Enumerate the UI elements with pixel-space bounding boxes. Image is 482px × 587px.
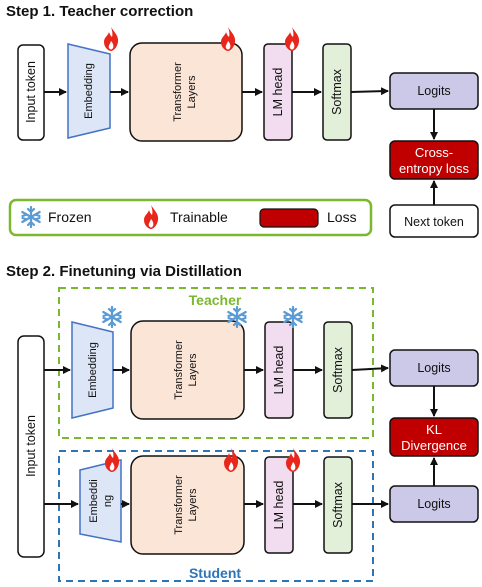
step1-transformer-label-2: Layers: [186, 75, 198, 109]
step1-transformer-label-1: Transformer: [172, 62, 184, 122]
student-softmax-label: Softmax: [331, 481, 345, 528]
teacher-embedding-label: Embedding: [87, 342, 99, 398]
step1-embedding-box: Embedding: [67, 43, 111, 139]
student-embedding-label-2: ng: [102, 495, 114, 507]
step1-next-token-label: Next token: [404, 215, 464, 229]
step1-input-token-box: Input token: [17, 44, 45, 141]
teacher-group-border: [58, 287, 374, 439]
kl-label-1: KL: [426, 422, 442, 437]
step1-lm-head-label: LM head: [271, 68, 285, 117]
step1-input-token-label: Input token: [24, 61, 38, 123]
teacher-transformer-label-1: Transformer: [173, 340, 185, 400]
student-embedding-label-1: Embeddi: [88, 479, 100, 522]
step1-logits-label: Logits: [417, 84, 450, 98]
legend-trainable-label: Trainable: [170, 209, 228, 225]
legend-loss-label: Loss: [327, 209, 357, 225]
student-transformer-label-2: Layers: [187, 488, 199, 522]
step1-lmhead-flame-icon: [285, 27, 300, 51]
student-embedding-box: Embeddi ng: [79, 459, 122, 543]
step1-embedding-flame-icon: [104, 27, 119, 51]
step1-transformer-box: Transformer Layers: [129, 42, 243, 142]
teacher-embedding-snowflake-icon: [102, 305, 122, 329]
teacher-softmax-label: Softmax: [331, 346, 345, 393]
teacher-arrow-softmax-logits: [351, 364, 389, 373]
legend-loss-swatch: [259, 208, 319, 228]
step1-lm-head-box: LM head: [263, 43, 293, 141]
teacher-lm-head-label: LM head: [272, 346, 286, 395]
student-logits-box: Logits: [389, 485, 479, 523]
student-group-label: Student: [189, 565, 241, 581]
teacher-transformer-label-2: Layers: [187, 353, 199, 387]
step1-embedding-label: Embedding: [83, 63, 95, 119]
student-lm-head-label: LM head: [272, 481, 286, 530]
step1-softmax-box: Softmax: [322, 43, 352, 141]
teacher-lm-head-box: LM head: [264, 321, 294, 419]
step1-loss-label-1: Cross-: [415, 145, 453, 160]
step1-arrow-softmax-logits: [350, 87, 389, 96]
step1-next-token-box: Next token: [389, 204, 479, 238]
student-transformer-label-1: Transformer: [173, 475, 185, 535]
teacher-group-label: Teacher: [189, 292, 242, 308]
student-transformer-box: Transformer Layers: [130, 455, 245, 555]
teacher-logits-box: Logits: [389, 349, 479, 387]
step1-loss-label-2: entropy loss: [399, 161, 470, 176]
step1-softmax-label: Softmax: [330, 68, 344, 115]
kl-label-2: Divergence: [401, 438, 467, 453]
step1-cross-entropy-loss-box: Cross- entropy loss: [389, 140, 479, 180]
step2-input-token-box: Input token: [17, 335, 45, 558]
step1-logits-box: Logits: [389, 72, 479, 110]
student-logits-label: Logits: [417, 497, 450, 511]
legend-frozen-label: Frozen: [48, 209, 92, 225]
step2-title: Step 2. Finetuning via Distillation: [6, 263, 242, 280]
student-group-border: [58, 450, 374, 582]
student-softmax-box: Softmax: [323, 456, 353, 554]
teacher-softmax-box: Softmax: [323, 321, 353, 419]
legend: Frozen Trainable Loss: [8, 198, 373, 237]
student-lm-head-box: LM head: [264, 456, 294, 554]
teacher-embedding-box: Embedding: [71, 321, 114, 419]
kl-divergence-box: KL Divergence: [389, 417, 479, 457]
step2-input-token-label: Input token: [24, 415, 38, 477]
teacher-transformer-box: Transformer Layers: [130, 320, 245, 420]
teacher-logits-label: Logits: [417, 361, 450, 375]
step1-title: Step 1. Teacher correction: [6, 3, 193, 20]
